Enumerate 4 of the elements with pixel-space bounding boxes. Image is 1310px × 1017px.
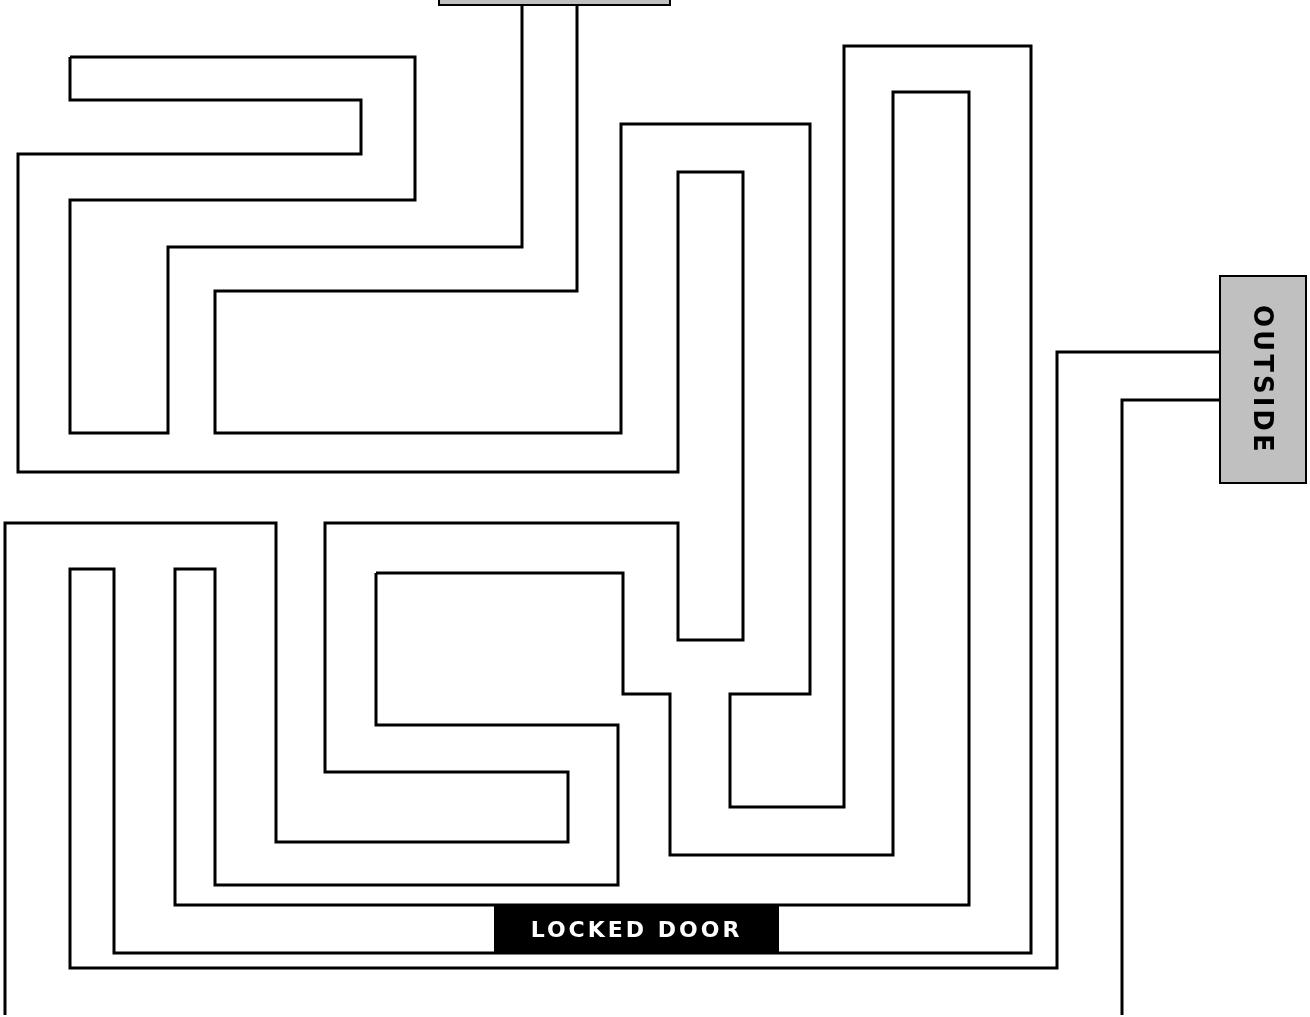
door-label: LOCKED DOOR bbox=[530, 916, 743, 942]
vertical-label: OUTSIDE bbox=[1248, 304, 1278, 455]
door-box bbox=[494, 906, 779, 952]
exit-box bbox=[1219, 275, 1307, 484]
